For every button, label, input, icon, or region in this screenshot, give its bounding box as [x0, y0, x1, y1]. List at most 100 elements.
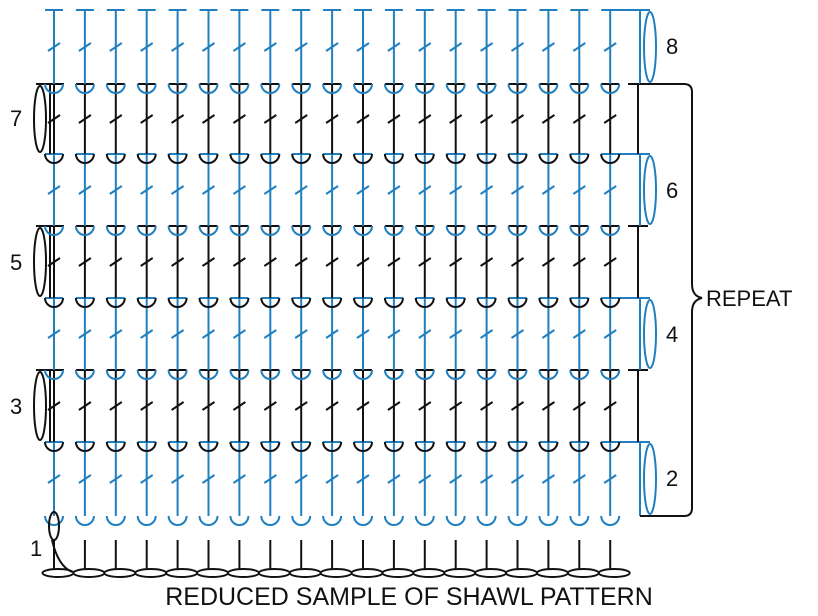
dc-yarn-over [449, 474, 463, 484]
dc-base-arc [44, 369, 64, 380]
dc-base-arc [445, 441, 466, 452]
dc-yarn-over [201, 401, 216, 411]
turning-loop [643, 299, 657, 369]
dc-yarn-over [510, 185, 525, 195]
dc-yarn-over [109, 185, 123, 195]
dc-base-arc [600, 153, 621, 164]
dc-base-arc [291, 369, 312, 380]
row-label-2: 2 [666, 466, 678, 491]
dc-base-arc [538, 225, 559, 236]
dc-base-arc [538, 515, 559, 526]
dc-base-arc [353, 441, 373, 452]
dc-yarn-over [387, 42, 401, 52]
dc-base-arc [507, 153, 528, 164]
chain-stitch [196, 568, 229, 578]
dc-yarn-over [201, 185, 216, 195]
dc-base-arc [260, 441, 281, 452]
dc-base-arc [167, 297, 188, 308]
dc-yarn-over [140, 257, 154, 267]
dc-yarn-over [201, 114, 216, 124]
dc-yarn-over [603, 114, 617, 124]
dc-base-arc [445, 297, 466, 308]
dc-base-arc [198, 515, 219, 526]
chain-stitch [505, 568, 538, 578]
dc-base-arc [538, 369, 559, 380]
dc-base-arc [322, 297, 343, 308]
dc-base-arc [414, 297, 435, 308]
row-label-3: 3 [10, 394, 22, 419]
turning-chain-tail [51, 539, 73, 573]
dc-yarn-over [78, 185, 92, 195]
dc-yarn-over [387, 401, 401, 411]
dc-yarn-over [171, 401, 185, 411]
dc-base-arc [569, 297, 590, 308]
dc-yarn-over [603, 401, 617, 411]
dc-base-arc [322, 153, 343, 164]
dc-yarn-over [263, 329, 277, 339]
turning-loop [33, 227, 47, 297]
dc-base-arc [136, 297, 157, 308]
chain-stitch [474, 568, 508, 578]
dc-base-arc [445, 83, 466, 94]
dc-yarn-over [263, 42, 277, 52]
dc-yarn-over [109, 114, 123, 124]
dc-yarn-over [356, 42, 370, 52]
dc-yarn-over [572, 42, 586, 52]
dc-base-arc [136, 153, 157, 164]
dc-base-arc [136, 225, 157, 236]
chain-stitch [350, 568, 384, 578]
dc-yarn-over [480, 329, 494, 339]
dc-yarn-over [449, 42, 463, 52]
dc-base-arc [322, 83, 343, 94]
dc-yarn-over [541, 401, 555, 411]
dc-yarn-over [78, 114, 92, 124]
chain-stitch [412, 568, 446, 578]
dc-base-arc [414, 369, 435, 380]
dc-yarn-over [572, 114, 586, 124]
row-label-1: 1 [30, 536, 42, 561]
dc-base-arc [74, 83, 95, 94]
dc-base-arc [507, 515, 528, 526]
dc-base-arc [476, 225, 497, 236]
dc-yarn-over [232, 329, 246, 339]
dc-base-arc [198, 153, 219, 164]
dc-yarn-over [140, 329, 154, 339]
dc-yarn-over [47, 42, 61, 52]
dc-yarn-over [201, 474, 216, 484]
dc-base-arc [198, 297, 219, 308]
dc-yarn-over [510, 329, 525, 339]
dc-yarn-over [263, 401, 277, 411]
dc-base-arc [167, 369, 188, 380]
dc-base-arc [105, 441, 126, 452]
dc-base-arc [74, 369, 95, 380]
dc-yarn-over [572, 401, 586, 411]
dc-yarn-over [78, 329, 92, 339]
turning-loop-layer [33, 11, 657, 573]
dc-base-arc [414, 515, 435, 526]
dc-base-arc [291, 515, 312, 526]
dc-base-arc [383, 441, 404, 452]
dc-base-arc [569, 83, 590, 94]
dc-yarn-over [480, 185, 494, 195]
dc-yarn-over [356, 114, 370, 124]
dc-yarn-over [78, 42, 92, 52]
dc-yarn-over [418, 257, 432, 267]
dc-yarn-over [356, 185, 370, 195]
dc-yarn-over [325, 329, 339, 339]
chain-stitch [226, 568, 260, 578]
dc-yarn-over [572, 185, 586, 195]
dc-yarn-over [109, 329, 123, 339]
dc-yarn-over [325, 42, 339, 52]
dc-yarn-over [603, 329, 617, 339]
chain-stitch [597, 568, 631, 578]
row-label-4: 4 [666, 322, 678, 347]
dc-base-arc [167, 515, 188, 526]
chain-stitch [72, 568, 106, 578]
repeat-bracket [640, 83, 703, 517]
dc-base-arc [105, 515, 126, 526]
dc-base-arc [414, 153, 435, 164]
dc-yarn-over [171, 474, 185, 484]
dc-base-arc [74, 225, 95, 236]
dc-yarn-over [140, 114, 154, 124]
dc-base-arc [476, 83, 497, 94]
